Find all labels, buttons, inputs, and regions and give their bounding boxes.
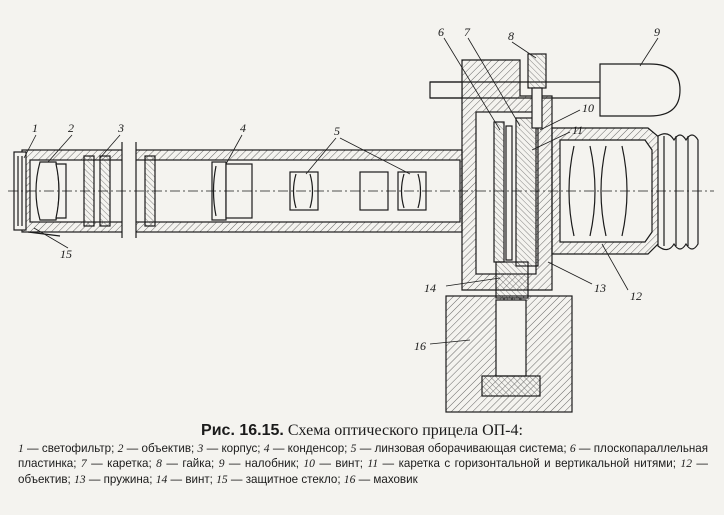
legend-entry: 5 — линзовая оборачивающая система; <box>351 442 570 455</box>
legend-text: — защитное стекло; <box>227 472 344 486</box>
legend-text: — винт; <box>167 472 217 486</box>
callout-16: 16 <box>414 339 426 353</box>
callout-6: 6 <box>438 25 444 39</box>
legend-text: — плоскопараллельная пластинка; <box>18 442 708 471</box>
legend-number: 1 <box>18 442 24 455</box>
callout-14: 14 <box>424 281 436 295</box>
callout-3: 3 <box>117 121 124 135</box>
legend-text: — гайка; <box>161 457 219 471</box>
rubber-eyecup <box>657 133 699 251</box>
nut-screw-top <box>527 53 547 129</box>
legend-text: — налобник; <box>224 457 304 471</box>
legend-text: — пружина; <box>85 472 156 486</box>
figure-caption: Рис. 16.15. Схема оптического прицела ОП… <box>0 421 724 441</box>
legend-number: 15 <box>216 472 228 486</box>
callout-10: 10 <box>582 101 594 115</box>
legend-entry: 1 — светофильтр; <box>18 442 118 455</box>
figure-label: Рис. 16.15. <box>201 422 284 439</box>
legend-number: 9 <box>218 457 225 471</box>
handwheel <box>445 295 573 413</box>
legend-number: 10 <box>303 457 315 471</box>
legend-number: 6 <box>569 442 576 455</box>
legend-text: — винт; <box>314 457 368 471</box>
forehead-rest <box>599 63 681 117</box>
legend-entry: 13 — пружина; <box>74 473 156 486</box>
callout-11: 11 <box>572 123 583 137</box>
callout-15: 15 <box>60 247 72 261</box>
legend-text: — конденсор; <box>269 442 351 455</box>
legend-entry: 6 — плоскопараллельная пластинка; <box>18 442 708 470</box>
callout-13: 13 <box>594 281 606 295</box>
legend-entry: 7 — каретка; <box>81 457 156 470</box>
legend-number: 5 <box>350 442 357 455</box>
legend-text: — каретка с горизонтальной и вертикально… <box>378 457 681 471</box>
legend-entry: 15 — защитное стекло; <box>216 473 344 486</box>
legend-number: 8 <box>156 457 162 471</box>
legend-entry: 16 — маховик <box>344 473 418 486</box>
legend-text: — объектив; <box>123 442 198 455</box>
legend-entry: 10 — винт; <box>303 457 367 470</box>
callout-9: 9 <box>654 25 660 39</box>
callout-12: 12 <box>630 289 642 303</box>
legend-number: 4 <box>263 442 270 455</box>
legend-number: 11 <box>367 457 379 471</box>
legend-entry: 11 — каретка с горизонтальной и вертикал… <box>367 457 680 470</box>
figure-legend: 1 — светофильтр; 2 — объектив; 3 — корпу… <box>18 441 708 487</box>
legend-text: — каретка; <box>86 457 157 471</box>
legend-entry: 12 — объектив; <box>18 457 708 485</box>
optical-sight-diagram: 1 2 3 4 5 6 7 8 9 10 11 12 13 14 15 16 <box>8 25 714 413</box>
legend-number: 13 <box>74 472 86 486</box>
legend-text: — светофильтр; <box>23 442 118 455</box>
callout-8: 8 <box>508 29 514 43</box>
legend-number: 3 <box>197 442 204 455</box>
callout-2: 2 <box>68 121 74 135</box>
legend-entry: 14 — винт; <box>156 473 216 486</box>
legend-entry: 8 — гайка; <box>156 457 219 470</box>
callout-5: 5 <box>334 124 340 138</box>
legend-text: — линзовая оборачивающая система; <box>356 442 570 455</box>
legend-text: — объектив; <box>18 457 708 486</box>
legend-entry: 3 — корпус; <box>198 442 264 455</box>
legend-number: 12 <box>680 457 692 471</box>
callout-4: 4 <box>240 121 246 135</box>
legend-text: — маховик <box>355 472 418 486</box>
legend-number: 14 <box>155 472 168 486</box>
callout-7: 7 <box>464 25 471 39</box>
legend-text: — корпус; <box>203 442 264 455</box>
legend-number: 2 <box>117 442 124 455</box>
callout-1: 1 <box>32 121 38 135</box>
legend-entry: 2 — объектив; <box>118 442 198 455</box>
legend-entry: 4 — конденсор; <box>264 442 351 455</box>
legend-entry: 9 — налобник; <box>219 457 304 470</box>
carriage-plate <box>493 117 539 267</box>
legend-number: 7 <box>80 457 87 471</box>
legend-number: 16 <box>343 472 356 486</box>
figure-title: Схема оптического прицела ОП-4: <box>287 422 523 439</box>
